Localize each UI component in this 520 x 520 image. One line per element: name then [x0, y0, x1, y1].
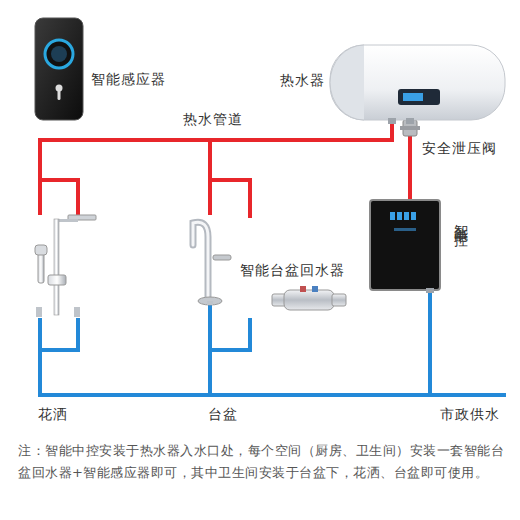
- smart-controller: 智能中控: [370, 200, 440, 290]
- node-label: 台盆: [208, 405, 238, 423]
- node-label: 智能台盆回水器: [240, 261, 345, 279]
- basin-faucet-art: [191, 215, 236, 305]
- sensor-device: 智能感应器: [35, 18, 83, 120]
- shower-fixture-art: [20, 215, 96, 318]
- hot-pipe: [210, 120, 392, 215]
- valve-label: 安全泄压阀: [422, 139, 497, 157]
- node-label: 智能中控: [452, 213, 470, 225]
- cold-branch: [210, 318, 250, 350]
- municipal-pipe: [430, 393, 506, 397]
- sensor-device-art: [35, 18, 83, 120]
- hot-branch: [40, 180, 78, 215]
- node-label: 花洒: [38, 405, 68, 423]
- node-label: 智能感应器: [91, 70, 166, 88]
- valve-nut: [400, 126, 420, 130]
- water-heater: 热水器: [330, 45, 505, 120]
- cold-branch: [40, 318, 78, 350]
- smart-controller-art: [370, 200, 440, 290]
- basin-faucet: 台盆: [191, 215, 236, 305]
- supply-label: 市政供水: [440, 405, 500, 423]
- note-text: 注：智能中控安装于热水器入水口处，每个空间（厨房、卫生间）安装一套智能台盆回水器…: [18, 440, 508, 484]
- pipe-label: 热水管道: [183, 110, 243, 128]
- cold-pipe: [40, 290, 430, 395]
- return-valve-art: [272, 286, 347, 312]
- shower-fixture: 花洒: [20, 215, 96, 318]
- cold-pipe: [210, 290, 430, 395]
- hot-pipe: [40, 120, 392, 215]
- hot-branch: [210, 180, 250, 218]
- return-valve: 智能台盆回水器: [272, 286, 347, 312]
- node-label: 热水器: [280, 71, 325, 89]
- water-heater-art: [330, 45, 505, 120]
